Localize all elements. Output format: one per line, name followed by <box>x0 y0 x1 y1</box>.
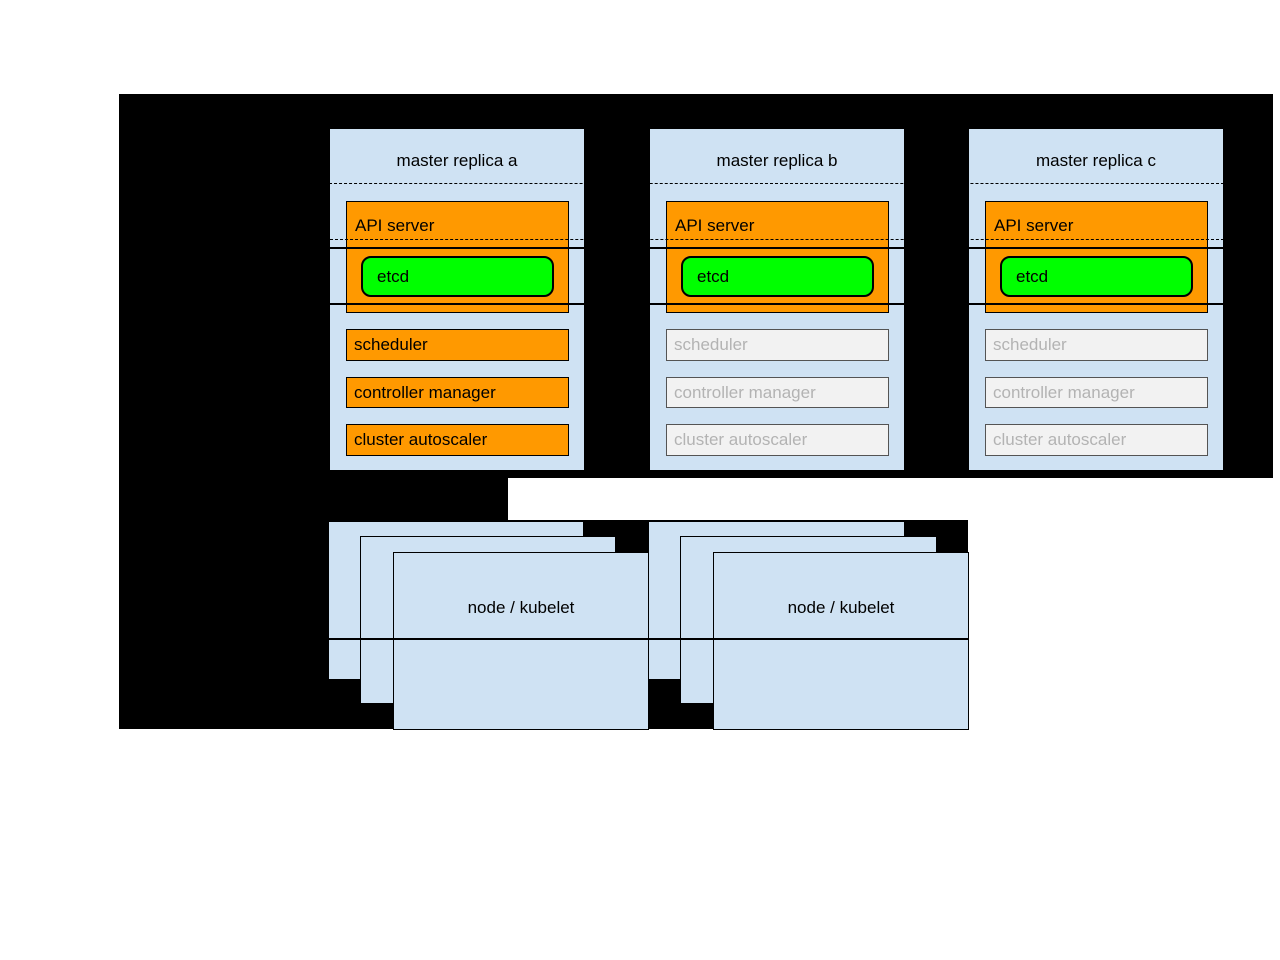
controller-manager-box: controller manager <box>346 377 569 408</box>
etcd-label: etcd <box>377 266 410 286</box>
etcd-label: etcd <box>1016 266 1049 286</box>
separator-solid-line-etcd-top <box>325 247 1224 249</box>
node-stack2-front-box: node / kubelet <box>713 552 969 730</box>
scheduler-box: scheduler <box>346 329 569 361</box>
cluster-autoscaler-box-inactive: cluster autoscaler <box>985 424 1208 456</box>
controller-manager-box-inactive: controller manager <box>985 377 1208 408</box>
scheduler-label: scheduler <box>354 335 428 354</box>
etcd-box: etcd <box>681 256 874 297</box>
controller-manager-label: controller manager <box>354 382 496 402</box>
scheduler-box-inactive: scheduler <box>985 329 1208 361</box>
master-replica-a-box: master replica a API server etcd schedul… <box>329 128 585 471</box>
controller-manager-label: controller manager <box>993 382 1135 402</box>
node-stack1-front-box: node / kubelet <box>393 552 649 730</box>
scheduler-box-inactive: scheduler <box>666 329 889 361</box>
etcd-box: etcd <box>361 256 554 297</box>
node-kubelet-label: node / kubelet <box>467 598 575 617</box>
scheduler-label: scheduler <box>674 335 748 354</box>
cluster-autoscaler-label: cluster autoscaler <box>354 430 488 449</box>
scheduler-label: scheduler <box>993 335 1067 354</box>
controller-manager-box-inactive: controller manager <box>666 377 889 408</box>
api-server-label: API server <box>355 216 435 235</box>
master-replica-b-box: master replica b API server etcd schedul… <box>649 128 905 471</box>
cluster-autoscaler-label: cluster autoscaler <box>993 430 1127 449</box>
etcd-label: etcd <box>697 266 730 286</box>
separator-solid-line-nodes <box>328 638 969 640</box>
api-server-label: API server <box>675 216 755 235</box>
node-kubelet-label: node / kubelet <box>787 598 895 617</box>
separator-dashed-line-top <box>329 183 1224 184</box>
cluster-autoscaler-box: cluster autoscaler <box>346 424 569 456</box>
master-replica-b-title: master replica b <box>716 151 838 170</box>
etcd-box: etcd <box>1000 256 1193 297</box>
master-replica-a-title: master replica a <box>396 151 518 170</box>
api-server-label: API server <box>994 216 1074 235</box>
master-replica-c-box: master replica c API server etcd schedul… <box>968 128 1224 471</box>
separator-dashed-line-api <box>325 239 1224 240</box>
master-replica-c-title: master replica c <box>1036 151 1156 170</box>
cluster-autoscaler-label: cluster autoscaler <box>674 430 808 449</box>
cluster-autoscaler-box-inactive: cluster autoscaler <box>666 424 889 456</box>
separator-solid-line-etcd-bottom <box>325 303 1224 305</box>
controller-manager-label: controller manager <box>674 382 816 402</box>
backdrop-middle-left-panel <box>119 478 508 520</box>
